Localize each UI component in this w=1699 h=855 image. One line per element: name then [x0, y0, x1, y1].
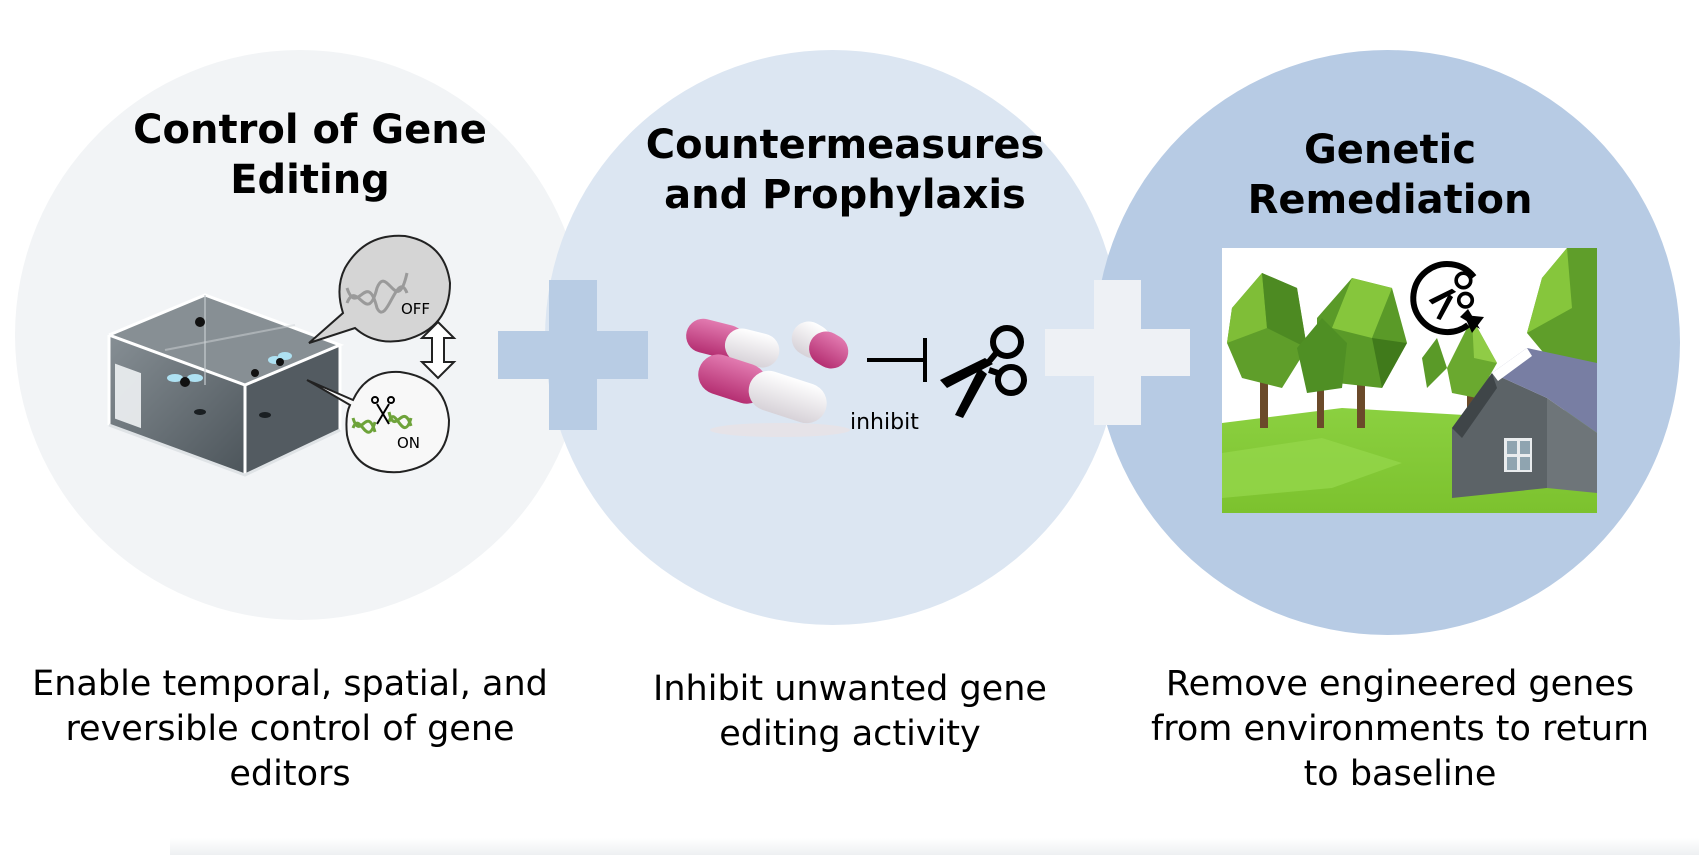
inhibit-label: inhibit	[850, 410, 919, 435]
section-title-remediation: Genetic Remediation	[1247, 127, 1533, 223]
landscape-icon	[1222, 248, 1597, 513]
toggle-arrow-icon	[419, 320, 457, 380]
on-label: ON	[397, 434, 420, 452]
section-title-control: Control of Gene Editing	[133, 107, 487, 203]
fly-cage-icon	[107, 293, 345, 477]
dna-off-icon: OFF	[308, 234, 452, 344]
cut-cycle-icon	[1410, 261, 1484, 335]
section-caption-remediation: Remove engineered genes from environment…	[1150, 664, 1650, 794]
off-label: OFF	[401, 300, 430, 318]
plus-icon	[498, 280, 648, 430]
plus-icon	[1045, 280, 1190, 425]
section-caption-control: Enable temporal, spatial, and reversible…	[32, 664, 548, 794]
section-title-countermeasures: Countermeasures and Prophylaxis	[645, 122, 1045, 218]
scissors-icon	[940, 325, 1027, 418]
footer-shadow	[170, 838, 1699, 855]
section-caption-countermeasures: Inhibit unwanted gene editing activity	[653, 669, 1047, 754]
capsule-icon	[686, 318, 850, 437]
inhibit-icon	[867, 338, 927, 382]
dna-on-icon: ON	[306, 370, 451, 474]
